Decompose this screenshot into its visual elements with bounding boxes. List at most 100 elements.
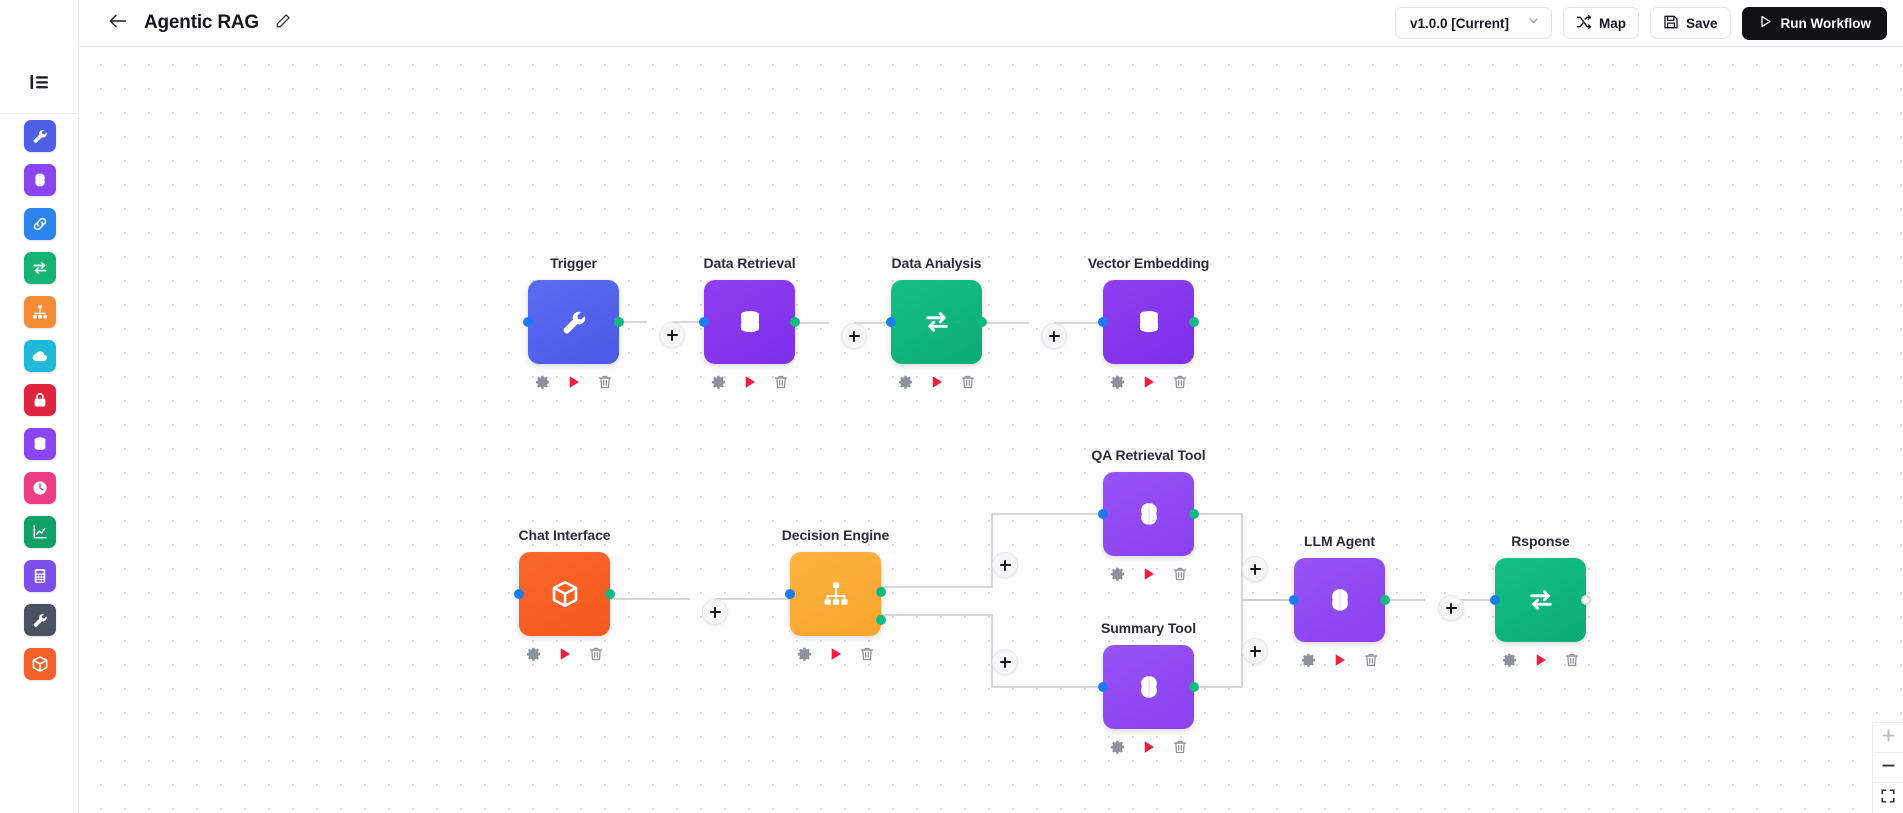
node-action-run-node[interactable] <box>1141 566 1157 582</box>
map-button[interactable]: Map <box>1562 7 1639 39</box>
node-action-settings[interactable] <box>526 646 542 662</box>
node-action-run-node[interactable] <box>1332 652 1348 668</box>
node-action-settings[interactable] <box>1301 652 1317 668</box>
node-output-port[interactable] <box>1380 595 1390 605</box>
node-action-run-node[interactable] <box>1141 739 1157 755</box>
node-output-port[interactable] <box>876 615 886 625</box>
node-action-run-node[interactable] <box>566 374 582 390</box>
node-input-port[interactable] <box>1098 317 1108 327</box>
node-input-port[interactable] <box>699 317 709 327</box>
add-between-retrieval-analysis[interactable] <box>841 323 867 349</box>
add-summary-to-agent[interactable] <box>1242 638 1268 664</box>
node-action-delete[interactable] <box>1172 739 1188 755</box>
add-between-chat-decision[interactable] <box>702 599 728 625</box>
node-trigger[interactable]: Trigger <box>523 255 624 389</box>
node-output-port[interactable] <box>1189 509 1199 519</box>
sidebar-item-brain-agent[interactable] <box>23 164 56 196</box>
add-decision-to-qa[interactable] <box>992 552 1018 578</box>
sidebar-toggle-button[interactable] <box>22 72 56 98</box>
sidebar-item-link-connector[interactable] <box>23 208 56 240</box>
node-body[interactable] <box>528 280 619 364</box>
node-action-settings[interactable] <box>711 374 727 390</box>
node-action-run-node[interactable] <box>1141 374 1157 390</box>
node-input-port[interactable] <box>1098 509 1108 519</box>
sidebar-item-analytics[interactable] <box>23 516 56 548</box>
sidebar-item-database[interactable] <box>23 428 56 460</box>
node-body[interactable] <box>704 280 795 364</box>
add-qa-to-agent[interactable] <box>1242 556 1268 582</box>
node-action-settings[interactable] <box>1110 566 1126 582</box>
node-data-analysis[interactable]: Data Analysis <box>886 255 987 389</box>
node-output-port[interactable] <box>876 587 886 597</box>
node-input-port[interactable] <box>1098 682 1108 692</box>
save-button[interactable]: Save <box>1649 7 1731 39</box>
node-action-delete[interactable] <box>1172 374 1188 390</box>
node-body[interactable] <box>519 552 610 636</box>
node-llm-agent[interactable]: LLM Agent <box>1289 533 1390 667</box>
node-input-port[interactable] <box>523 317 533 327</box>
node-action-delete[interactable] <box>773 374 789 390</box>
zoom-out-button[interactable] <box>1873 753 1903 783</box>
version-select[interactable]: v1.0.0 [Current] <box>1394 7 1552 39</box>
node-action-delete[interactable] <box>1564 652 1580 668</box>
node-action-settings[interactable] <box>1110 739 1126 755</box>
fit-view-button[interactable] <box>1873 783 1903 813</box>
sidebar-item-package[interactable] <box>23 648 56 680</box>
add-agent-to-response[interactable] <box>1438 595 1464 621</box>
node-action-delete[interactable] <box>1363 652 1379 668</box>
node-body[interactable] <box>1103 280 1194 364</box>
node-output-port[interactable] <box>614 317 624 327</box>
node-body[interactable] <box>1294 558 1385 642</box>
sidebar-item-security-lock[interactable] <box>23 384 56 416</box>
node-action-run-node[interactable] <box>929 374 945 390</box>
add-between-analysis-embedding[interactable] <box>1041 323 1067 349</box>
workflow-canvas[interactable]: Trigger Data Retrieval <box>79 47 1903 813</box>
node-output-port[interactable] <box>1189 317 1199 327</box>
node-body[interactable] <box>790 552 881 636</box>
node-body[interactable] <box>1103 472 1194 556</box>
node-action-settings[interactable] <box>1502 652 1518 668</box>
node-action-delete[interactable] <box>859 646 875 662</box>
node-summary-tool[interactable]: Summary Tool <box>1098 620 1199 754</box>
node-action-run-node[interactable] <box>742 374 758 390</box>
edit-title-button[interactable] <box>271 11 295 35</box>
node-action-settings[interactable] <box>1110 374 1126 390</box>
sidebar-item-calculator[interactable] <box>23 560 56 592</box>
sidebar-item-utility-tool[interactable] <box>23 604 56 636</box>
node-action-delete[interactable] <box>960 374 976 390</box>
node-action-settings[interactable] <box>535 374 551 390</box>
node-body[interactable] <box>891 280 982 364</box>
node-action-settings[interactable] <box>797 646 813 662</box>
node-output-port[interactable] <box>977 317 987 327</box>
add-between-trigger-retrieval[interactable] <box>659 322 685 348</box>
node-chat-interface[interactable]: Chat Interface <box>514 527 615 661</box>
node-input-port[interactable] <box>514 589 524 599</box>
node-data-retrieval[interactable]: Data Retrieval <box>699 255 800 389</box>
add-decision-to-summary[interactable] <box>992 649 1018 675</box>
node-response[interactable]: Rsponse <box>1490 533 1591 667</box>
node-input-port[interactable] <box>1289 595 1299 605</box>
node-output-port[interactable] <box>1189 682 1199 692</box>
back-button[interactable] <box>102 8 132 38</box>
node-output-port[interactable] <box>790 317 800 327</box>
node-body[interactable] <box>1103 645 1194 729</box>
node-input-port[interactable] <box>785 589 795 599</box>
node-body[interactable] <box>1495 558 1586 642</box>
sidebar-item-scheduler[interactable] <box>23 472 56 504</box>
zoom-in-button[interactable] <box>1873 723 1903 753</box>
node-action-delete[interactable] <box>588 646 604 662</box>
node-action-run-node[interactable] <box>828 646 844 662</box>
node-decision-engine[interactable]: Decision Engine <box>782 527 889 661</box>
sidebar-item-decision-tree[interactable] <box>23 296 56 328</box>
node-input-port[interactable] <box>886 317 896 327</box>
node-action-delete[interactable] <box>1172 566 1188 582</box>
node-input-port[interactable] <box>1490 595 1500 605</box>
node-action-run-node[interactable] <box>1533 652 1549 668</box>
node-output-port[interactable] <box>605 589 615 599</box>
node-qa-retrieval[interactable]: QA Retrieval Tool <box>1091 447 1206 581</box>
node-action-run-node[interactable] <box>557 646 573 662</box>
node-vector-embedding[interactable]: Vector Embedding <box>1088 255 1209 389</box>
run-workflow-button[interactable]: Run Workflow <box>1741 6 1887 40</box>
node-action-settings[interactable] <box>898 374 914 390</box>
sidebar-item-wrench-tool[interactable] <box>23 120 56 152</box>
